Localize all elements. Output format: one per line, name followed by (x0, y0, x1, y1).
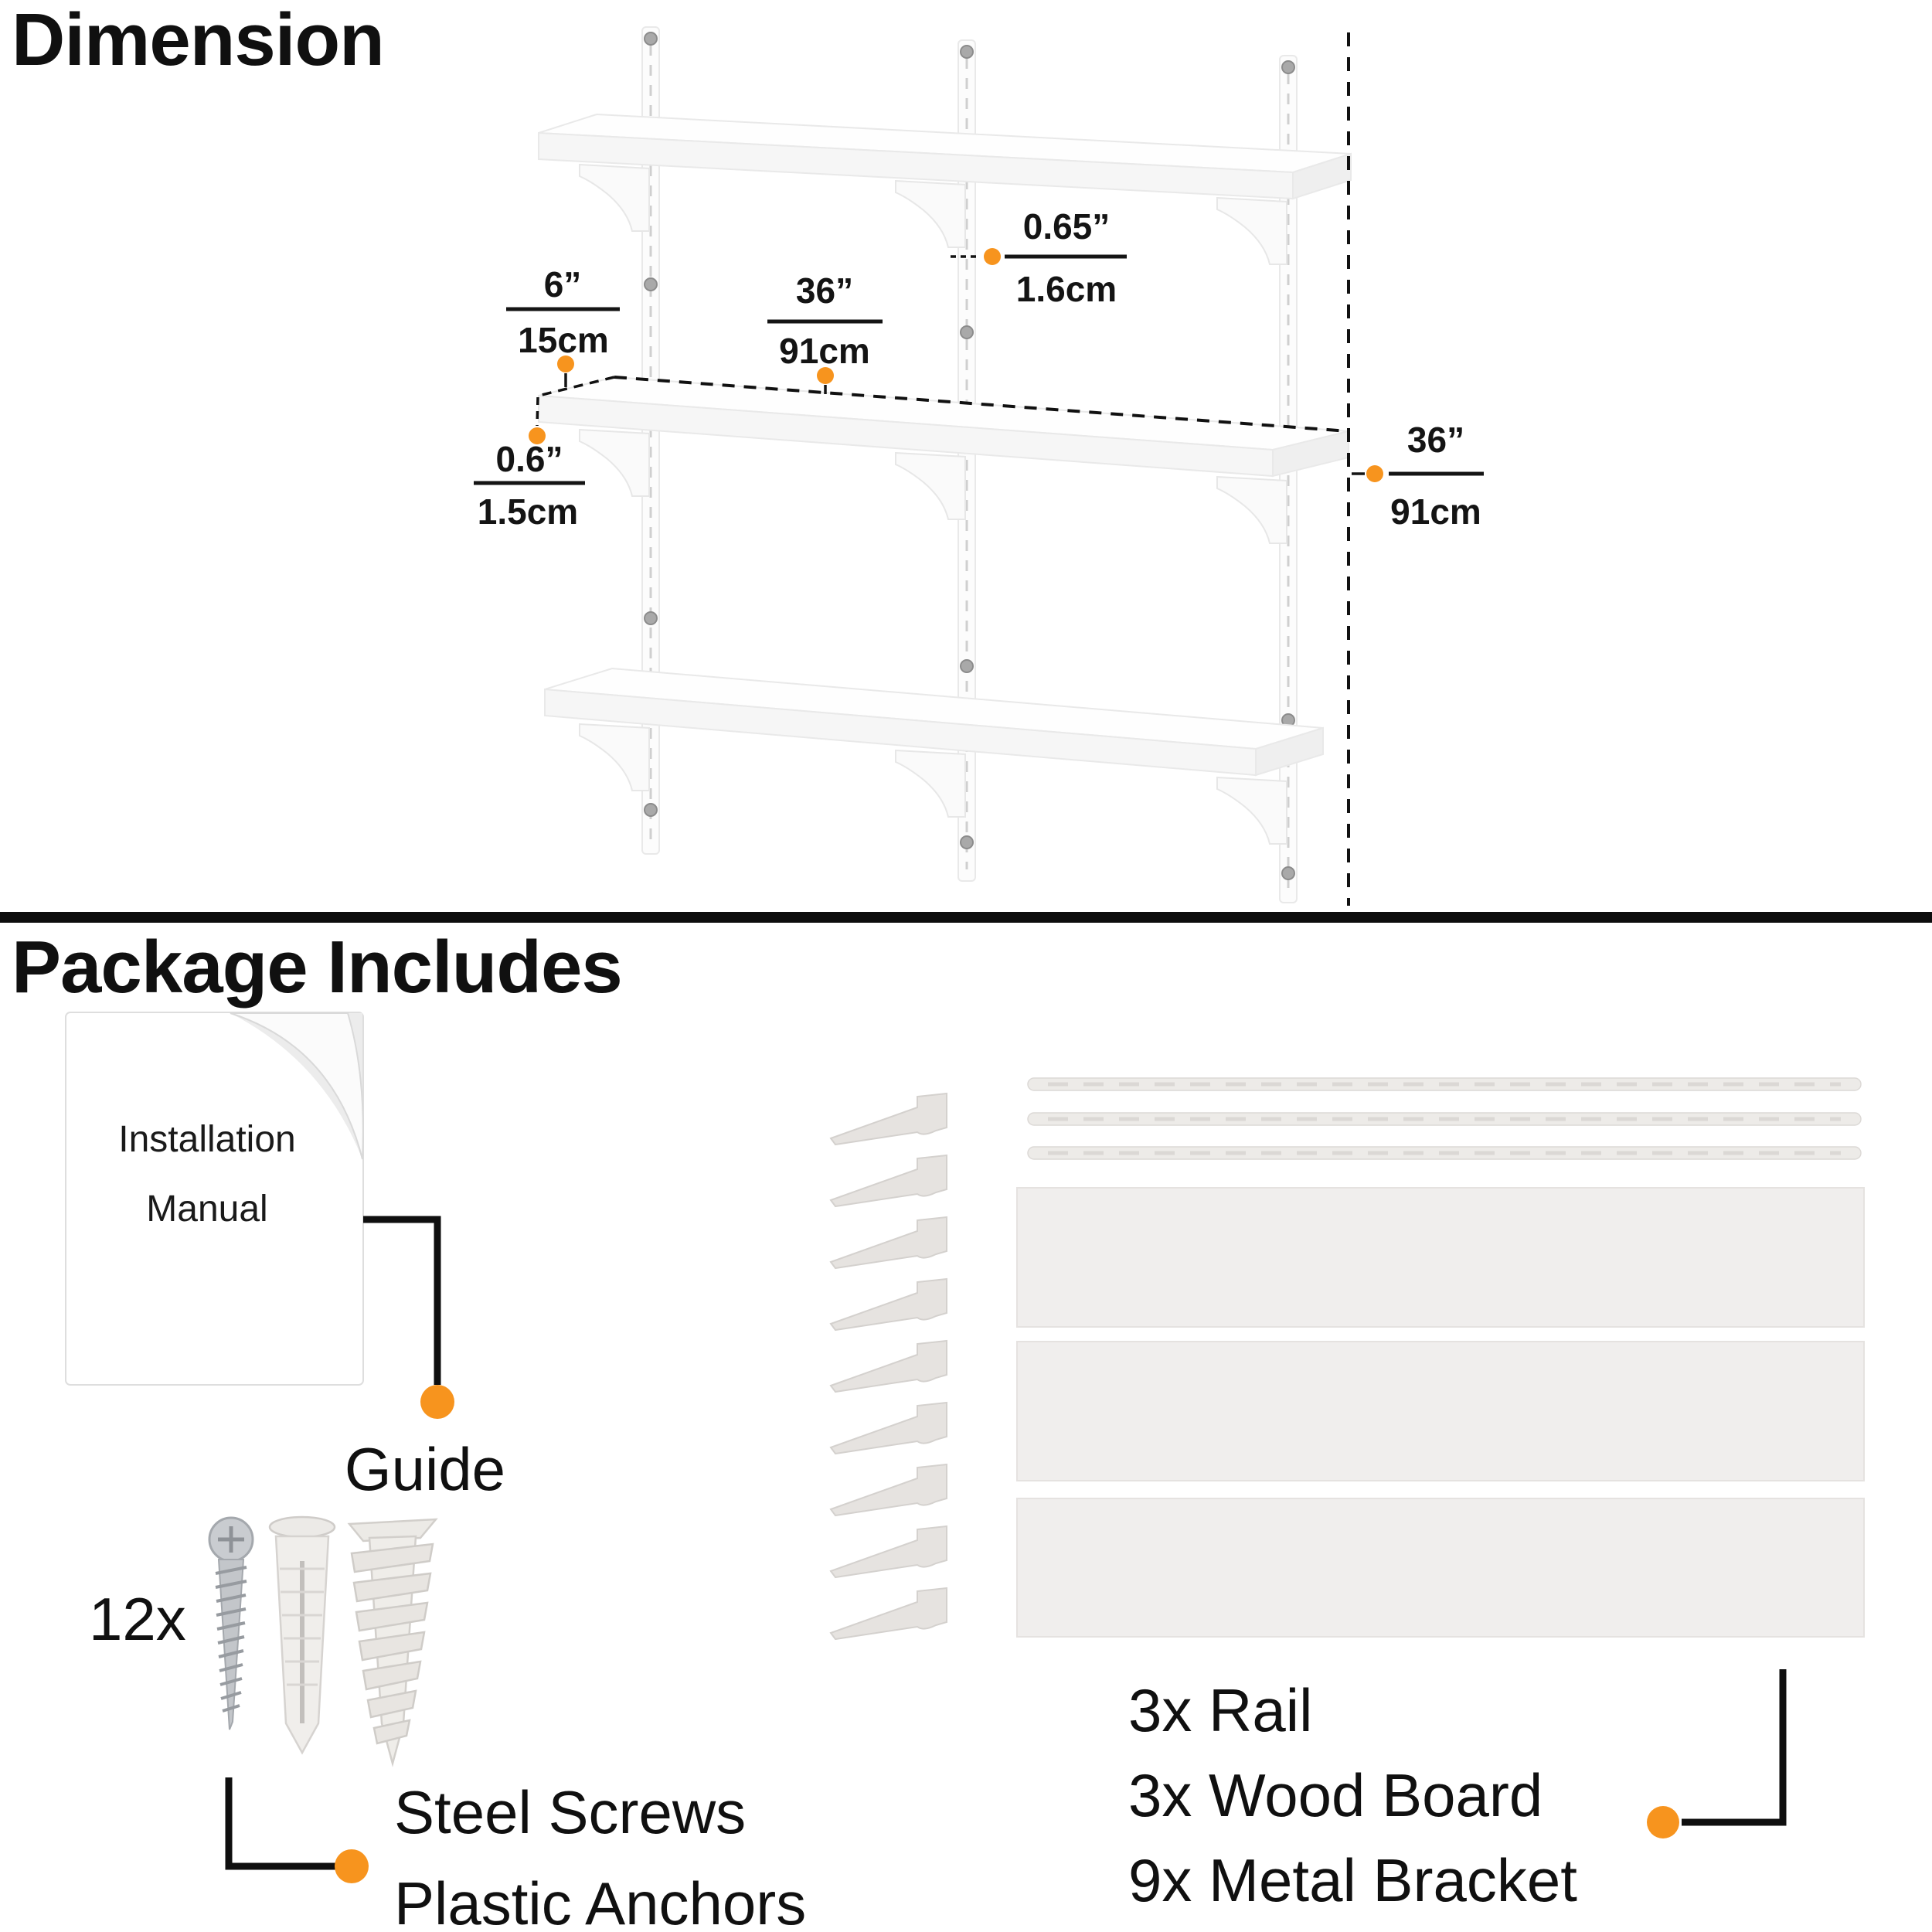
dimension-value: 36” (1407, 420, 1464, 460)
callout-bracket-depth: 6” 15cm (506, 264, 620, 387)
metal-bracket (830, 1216, 947, 1269)
callout-dot (1366, 465, 1383, 482)
dimension-metric: 1.5cm (478, 492, 578, 532)
metal-bracket (830, 1093, 947, 1145)
guide-connector-line (363, 1216, 441, 1385)
metal-bracket (830, 1402, 947, 1454)
wood-board (1016, 1341, 1865, 1481)
shelf-bracket (1216, 476, 1287, 544)
metal-bracket (830, 1464, 947, 1516)
package-section: Package Includes Installation Manual Gui… (12, 926, 1865, 1932)
wood-board (1016, 1187, 1865, 1328)
manual-title-line2: Manual (146, 1189, 267, 1230)
dimension-value: 0.6” (496, 439, 563, 479)
rail-screw (960, 45, 974, 849)
shelf-bracket (579, 429, 650, 497)
shelf-board-middle (538, 376, 1349, 478)
metal-bracket (830, 1526, 947, 1578)
hardware-group: 3x Rail 3x Wood Board 9x Metal Bracket (830, 1078, 1865, 1914)
rail (1028, 1078, 1861, 1090)
packaged-rails (1028, 1078, 1861, 1159)
shelf-bracket (895, 750, 966, 818)
hardware-label-brackets: 9x Metal Bracket (1128, 1846, 1577, 1914)
callout-rail-width: 0.65” 1.6cm (951, 206, 1127, 309)
packaged-boards (1016, 1187, 1865, 1638)
fastener-label-line2: Plastic Anchors (394, 1869, 806, 1932)
fastener-quantity: 12x (89, 1585, 186, 1653)
rail-screw (644, 32, 658, 817)
metal-bracket (830, 1587, 947, 1640)
guide-label: Guide (345, 1435, 505, 1503)
dimension-value: 6” (544, 264, 582, 304)
dimension-value: 36” (796, 270, 853, 311)
dimension-section-title: Dimension (12, 0, 384, 81)
manual-title-line1: Installation (118, 1119, 295, 1160)
dimension-metric: 15cm (518, 320, 609, 360)
hardware-label-rails: 3x Rail (1128, 1676, 1312, 1744)
fastener-dot (335, 1849, 369, 1883)
guide-dot (420, 1385, 454, 1419)
shelf-bracket (579, 164, 650, 232)
callout-dot (817, 367, 834, 384)
wall-rail-center (957, 39, 976, 882)
steel-screw-image (208, 1516, 254, 1730)
shelf-bracket (895, 452, 966, 520)
dimension-value: 0.65” (1023, 206, 1111, 247)
fasteners-group: 12x (89, 1515, 806, 1932)
dimension-metric: 91cm (1390, 492, 1481, 532)
metal-bracket (830, 1155, 947, 1207)
drywall-anchor-image (347, 1518, 438, 1767)
shelf-bracket (1216, 197, 1287, 265)
plastic-anchor-image (268, 1515, 336, 1755)
fastener-connector-line (225, 1777, 342, 1870)
fastener-label-line1: Steel Screws (394, 1778, 746, 1846)
installation-manual: Installation Manual Guide (65, 1012, 505, 1503)
hardware-label-boards: 3x Wood Board (1128, 1761, 1543, 1829)
dimension-metric: 91cm (779, 331, 870, 371)
shelf-board-top (538, 113, 1352, 200)
hardware-dot (1647, 1806, 1679, 1838)
package-section-title: Package Includes (12, 926, 622, 1009)
metal-bracket (830, 1278, 947, 1331)
packaged-brackets (830, 1093, 947, 1640)
metal-bracket (830, 1340, 947, 1393)
callout-dot (529, 427, 546, 444)
shelf-bracket (1216, 777, 1287, 845)
section-divider (0, 912, 1932, 923)
rail (1028, 1113, 1861, 1125)
hardware-connector-line (1682, 1669, 1787, 1826)
page-curl (230, 1012, 364, 1160)
callout-dot (557, 355, 574, 372)
callout-board-length: 36” 91cm (767, 270, 883, 394)
measurement-outline (536, 376, 1349, 433)
wood-board (1016, 1498, 1865, 1638)
callout-rail-length: 36” 91cm (1352, 420, 1484, 532)
rail (1028, 1147, 1861, 1159)
dimension-section: Dimension (12, 0, 1484, 906)
shelf-bracket (579, 723, 650, 791)
shelf-bracket (895, 180, 966, 248)
callout-dot (984, 248, 1001, 265)
shelf-board-bottom (544, 667, 1324, 777)
callout-board-thickness: 0.6” 1.5cm (474, 427, 585, 532)
shelf-unit-diagram (536, 26, 1352, 906)
dimension-metric: 1.6cm (1016, 269, 1117, 309)
